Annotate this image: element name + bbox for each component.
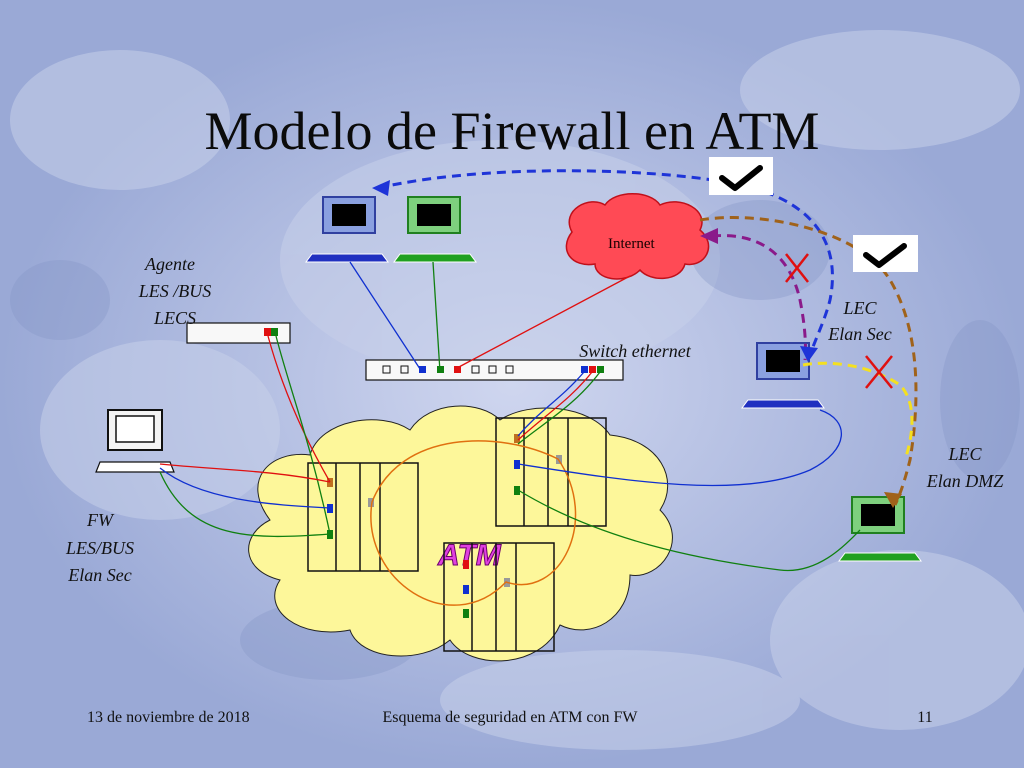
elan-dmz-label: Elan DMZ [926,471,1004,491]
elan-sec-label: Elan Sec [828,324,892,344]
lec-dmz-label: LEC [948,444,982,464]
agent-les-bus-label: LES /BUS [138,281,212,301]
fw-les-bus-label: LES/BUS [65,538,134,558]
arrow-head [884,492,902,508]
internet-label: Internet [608,236,655,252]
pc-icon [305,196,389,263]
footer-title: Esquema de seguridad en ATM con FW [382,709,638,726]
checkmark-icon [709,157,773,195]
arrow-head [700,228,718,244]
atm-switch-left [307,462,419,572]
fw-elan-sec-label: Elan Sec [68,565,132,585]
cross-icon [785,253,809,283]
atm-cloud [248,405,673,662]
fw-label: FW [87,510,113,530]
slide-title: Modelo de Firewall en ATM [204,101,820,161]
pc-icon [741,342,825,409]
agent-label: Agente [145,254,195,274]
workstation-icon [95,409,175,473]
lec-sec-label: LEC [843,298,877,318]
page-number: 11 [917,709,933,726]
ethernet-switch [365,359,624,381]
internet-cloud [565,193,710,280]
lecs-label: LECS [153,308,196,328]
pc-icon [838,496,922,562]
checkmark-icon [853,235,918,272]
atm-label: ATM [437,539,502,572]
switch-ethernet-label: Switch ethernet [579,341,691,361]
connection-lines [159,261,861,572]
atm-ring [370,440,577,606]
agent-les-bus-box [186,322,291,344]
footer-date: 13 de noviembre de 2018 [87,709,250,726]
arrow-head [800,346,818,362]
atm-switch-bottom [443,542,555,652]
arrow-head [372,180,390,196]
cross-icon [865,355,893,389]
pc-icon [393,196,477,263]
